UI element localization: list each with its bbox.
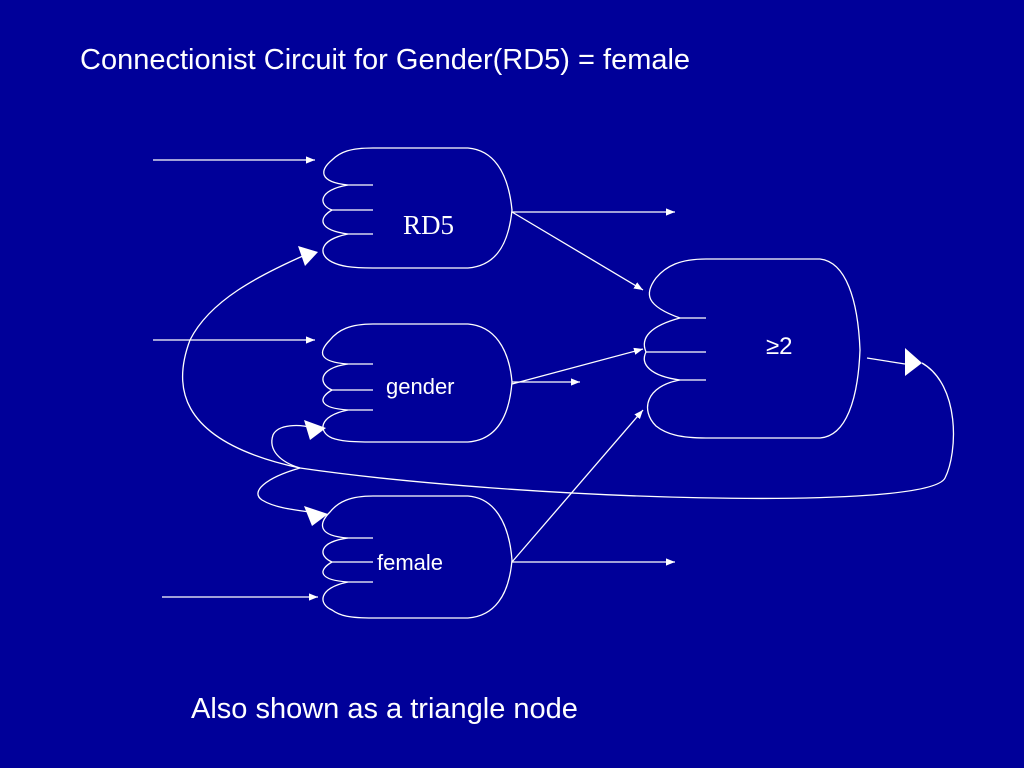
feedback-to-rd5-wire — [181, 254, 306, 469]
feedback-to-rd5-arrowhead — [298, 246, 318, 266]
gender-to-threshold-arrow — [511, 347, 644, 385]
gender-node: gender — [321, 323, 513, 443]
rd5-node-label: RD5 — [403, 210, 454, 240]
feedback-loop-wire — [299, 362, 955, 500]
feedback-to-gender-arrowhead — [304, 420, 326, 440]
feedback-to-female-arrowhead — [304, 506, 328, 526]
female-node: female — [321, 495, 513, 619]
rd5-node: RD5 — [322, 147, 513, 269]
threshold-node-label: ≥2 — [766, 333, 793, 360]
slide-title: Connectionist Circuit for Gender(RD5) = … — [80, 44, 691, 76]
gender-node-label: gender — [386, 374, 455, 399]
feedback-to-gender-wire — [271, 424, 313, 469]
threshold-node: ≥2 — [643, 258, 861, 439]
rd5-to-threshold-arrow — [511, 211, 644, 291]
slide-caption: Also shown as a triangle node — [191, 693, 578, 725]
female-to-threshold-arrow — [511, 409, 644, 563]
threshold-output-arrowhead — [905, 348, 922, 376]
feedback-to-female-wire — [257, 467, 311, 513]
female-node-label: female — [377, 550, 443, 575]
threshold-output-line — [866, 357, 906, 365]
